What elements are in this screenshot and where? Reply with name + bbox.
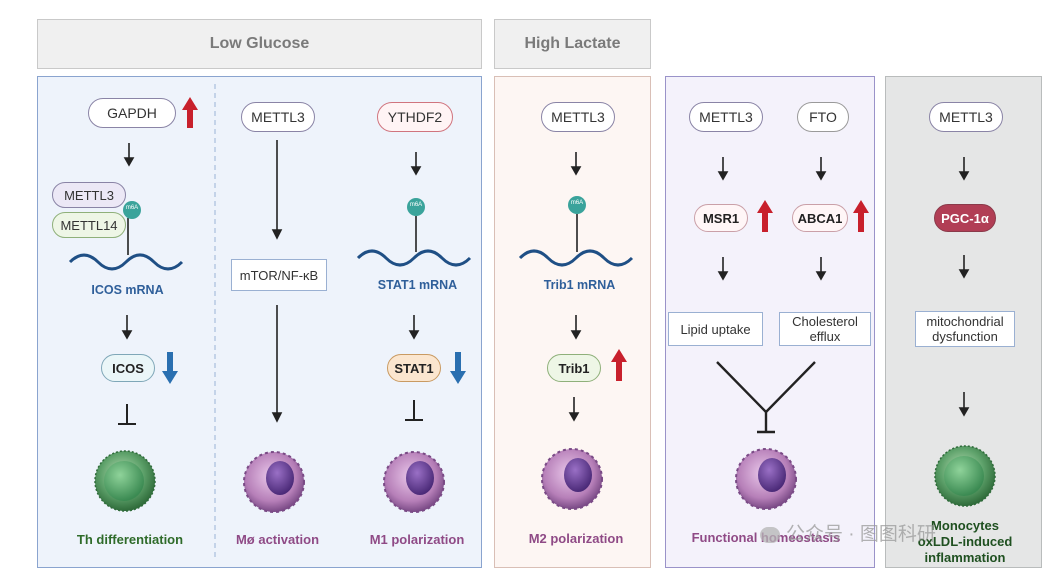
arrow-col6-a (958, 157, 970, 181)
macrophage-m2 (541, 448, 603, 510)
mettl3-pill-col2: METTL3 (241, 102, 315, 132)
mettl3-pill-col5: METTL3 (689, 102, 763, 132)
arrow-col5-d (815, 257, 827, 281)
macrophage-m1 (383, 451, 445, 513)
arrow-col3-b (408, 315, 420, 340)
macrophage-homeostasis (735, 448, 797, 510)
green-cell-th (94, 450, 156, 512)
mettl14-pill: METTL14 (52, 212, 126, 238)
mito-line2: dysfunction (932, 329, 998, 344)
caption-monocytes-line2: oxLDL-induced (917, 534, 1013, 549)
inhibit-col5 (716, 361, 816, 434)
mettl3-pill-col6: METTL3 (929, 102, 1003, 132)
caption-monocytes-line3: inflammation (924, 550, 1006, 565)
cholesterol-efflux-line1: Cholesterol (792, 314, 858, 329)
mettl3-pill-col1: METTL3 (52, 182, 126, 208)
mettl3-pill-col4: METTL3 (541, 102, 615, 132)
mrna-wave-stat1 (356, 249, 472, 267)
arrow-col5-c (717, 257, 729, 281)
macrophage-activation (243, 451, 305, 513)
stat1-mrna-label: STAT1 mRNA (377, 278, 458, 292)
header-low-glucose: Low Glucose (37, 19, 482, 69)
watermark-text: 公众号 · 图图科研 (786, 524, 936, 545)
gapdh-pill: GAPDH (88, 98, 176, 128)
m6a-dot-stat1 (407, 198, 425, 216)
caption-m1-polarization: M1 polarization (369, 532, 465, 547)
pgc1a-pill: PGC-1α (934, 204, 996, 232)
mito-line1: mitochondrial (926, 314, 1004, 329)
arrow-col1-b (121, 315, 133, 340)
arrow-col4-b (570, 315, 582, 340)
cholesterol-efflux-line2: efflux (809, 329, 841, 344)
abca1-pill: ABCA1 (792, 204, 848, 232)
inhibit-col1 (118, 404, 136, 425)
down-arrow-stat1 (450, 352, 466, 384)
arrow-col6-b (958, 255, 970, 279)
caption-monocytes-line1: Monocytes (931, 518, 999, 533)
caption-monocytes: Monocytes oxLDL-induced inflammation (905, 518, 1025, 566)
up-arrow-abca1 (853, 200, 869, 232)
mtor-nfkb-box: mTOR/NF-κB (231, 259, 327, 291)
m6a-dot-trib1 (568, 196, 586, 214)
watermark: 公众号 · 图图科研 (760, 519, 936, 546)
arrow-col1-a (123, 143, 135, 167)
icos-mrna-label: ICOS mRNA (91, 283, 164, 297)
inhibit-col3 (405, 400, 423, 421)
m6a-label-trib1: m6A (570, 200, 584, 206)
arrow-col2-b (271, 305, 283, 423)
arrow-col5-a (717, 157, 729, 181)
down-arrow-icos (162, 352, 178, 384)
mitochondrial-dysfunction-box: mitochondrial dysfunction (915, 311, 1015, 347)
header-low-glucose-label: Low Glucose (209, 35, 310, 52)
ythdf2-pill: YTHDF2 (377, 102, 453, 132)
mrna-wave-icos (68, 253, 184, 271)
arrow-col5-b (815, 157, 827, 181)
m6a-dot-icos (123, 201, 141, 219)
arrow-col6-c (958, 392, 970, 417)
arrow-col4-a (570, 152, 582, 176)
caption-m2-polarization: M2 polarization (528, 531, 624, 546)
up-arrow-msr1 (757, 200, 773, 232)
lipid-uptake-box: Lipid uptake (668, 312, 763, 346)
caption-th-differentiation: Th differentiation (76, 532, 184, 547)
stat1-pill: STAT1 (387, 354, 441, 382)
trib1-pill: Trib1 (547, 354, 601, 382)
m6a-label-icos: m6A (125, 205, 139, 211)
up-arrow-gapdh (182, 97, 198, 128)
arrow-col3-a (410, 152, 422, 176)
m6a-label-stat1: m6A (409, 202, 423, 208)
lipid-uptake-label: Lipid uptake (680, 321, 751, 337)
icos-pill: ICOS (101, 354, 155, 382)
arrow-col4-c (568, 397, 580, 422)
wechat-icon (760, 526, 780, 543)
cholesterol-efflux-box: Cholesterol efflux (779, 312, 871, 346)
header-high-lactate-label: High Lactate (524, 35, 621, 52)
caption-mo-activation: Mø activation (235, 532, 320, 547)
trib1-mrna-label: Trib1 mRNA (543, 278, 616, 292)
mrna-wave-trib1 (518, 249, 634, 267)
up-arrow-trib1 (611, 349, 627, 381)
msr1-pill: MSR1 (694, 204, 748, 232)
fto-pill: FTO (797, 102, 849, 132)
header-high-lactate: High Lactate (494, 19, 651, 69)
arrow-col2-a (271, 140, 283, 240)
green-cell-monocyte (934, 445, 996, 507)
